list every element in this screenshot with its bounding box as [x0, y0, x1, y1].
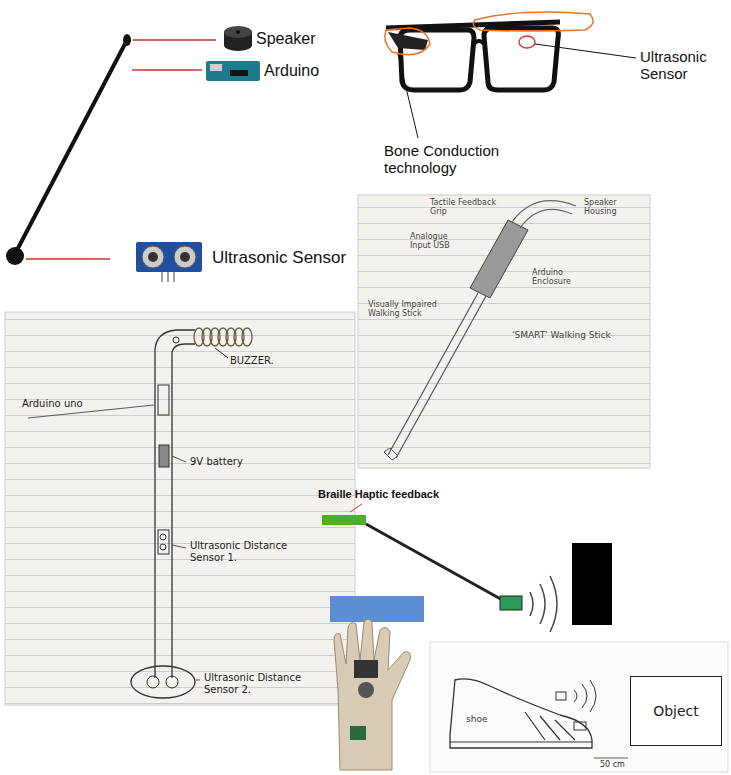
sketch-note: 9V battery [190, 456, 243, 468]
sketch-note: Analogue Input USB [410, 232, 466, 250]
part-label: Ultrasonic Sensor [640, 48, 725, 83]
object-box: Object [630, 676, 722, 746]
sketch-note: BUZZER. [230, 355, 274, 367]
sketch-note: Ultrasonic Distance Sensor 1. [190, 540, 310, 563]
sketch-note: Arduino Enclosure [532, 268, 602, 286]
sketch-note: Arduino uno [22, 398, 83, 410]
object-label: Object [653, 703, 699, 719]
sketch-note: Visually Impaired Walking Stick [368, 300, 438, 318]
sketch-note: Speaker Housing [584, 198, 646, 216]
sketch-note: Tactile Feedback Grip [430, 198, 502, 216]
sketch-note: shoe [466, 714, 487, 724]
part-label: Bone Conduction technology [384, 142, 554, 177]
sketch-note: Ultrasonic Distance Sensor 2. [204, 672, 334, 695]
part-label: Speaker [256, 30, 316, 48]
part-label: Arduino [264, 62, 319, 80]
part-label: Ultrasonic Sensor [212, 248, 346, 268]
part-label: Braille Haptic feedback [318, 488, 439, 501]
sketch-note: 'SMART' Walking Stick [512, 330, 612, 340]
dimension-label: 50 cm [600, 760, 625, 769]
